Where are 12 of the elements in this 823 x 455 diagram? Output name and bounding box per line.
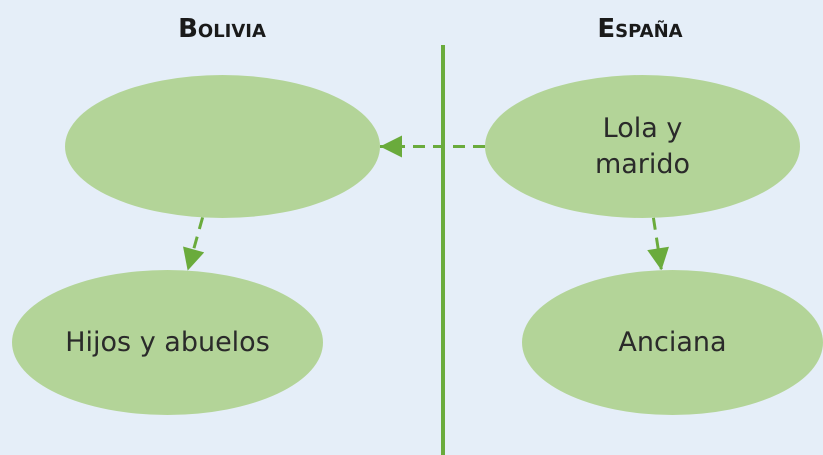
column-heading: Bolivia: [178, 14, 266, 44]
column-heading: España: [597, 14, 683, 44]
node-label: Hijos y abuelos: [65, 326, 270, 360]
arrow: [647, 218, 669, 270]
ellipse-node: [12, 270, 323, 415]
arrow: [380, 136, 485, 158]
node-label: Lola y marido: [594, 112, 692, 182]
arrow: [183, 217, 204, 272]
ellipse-node: [65, 75, 380, 218]
ellipse-node: [522, 270, 823, 415]
ellipse-node: [485, 75, 800, 218]
node-label: Anciana: [618, 326, 727, 360]
